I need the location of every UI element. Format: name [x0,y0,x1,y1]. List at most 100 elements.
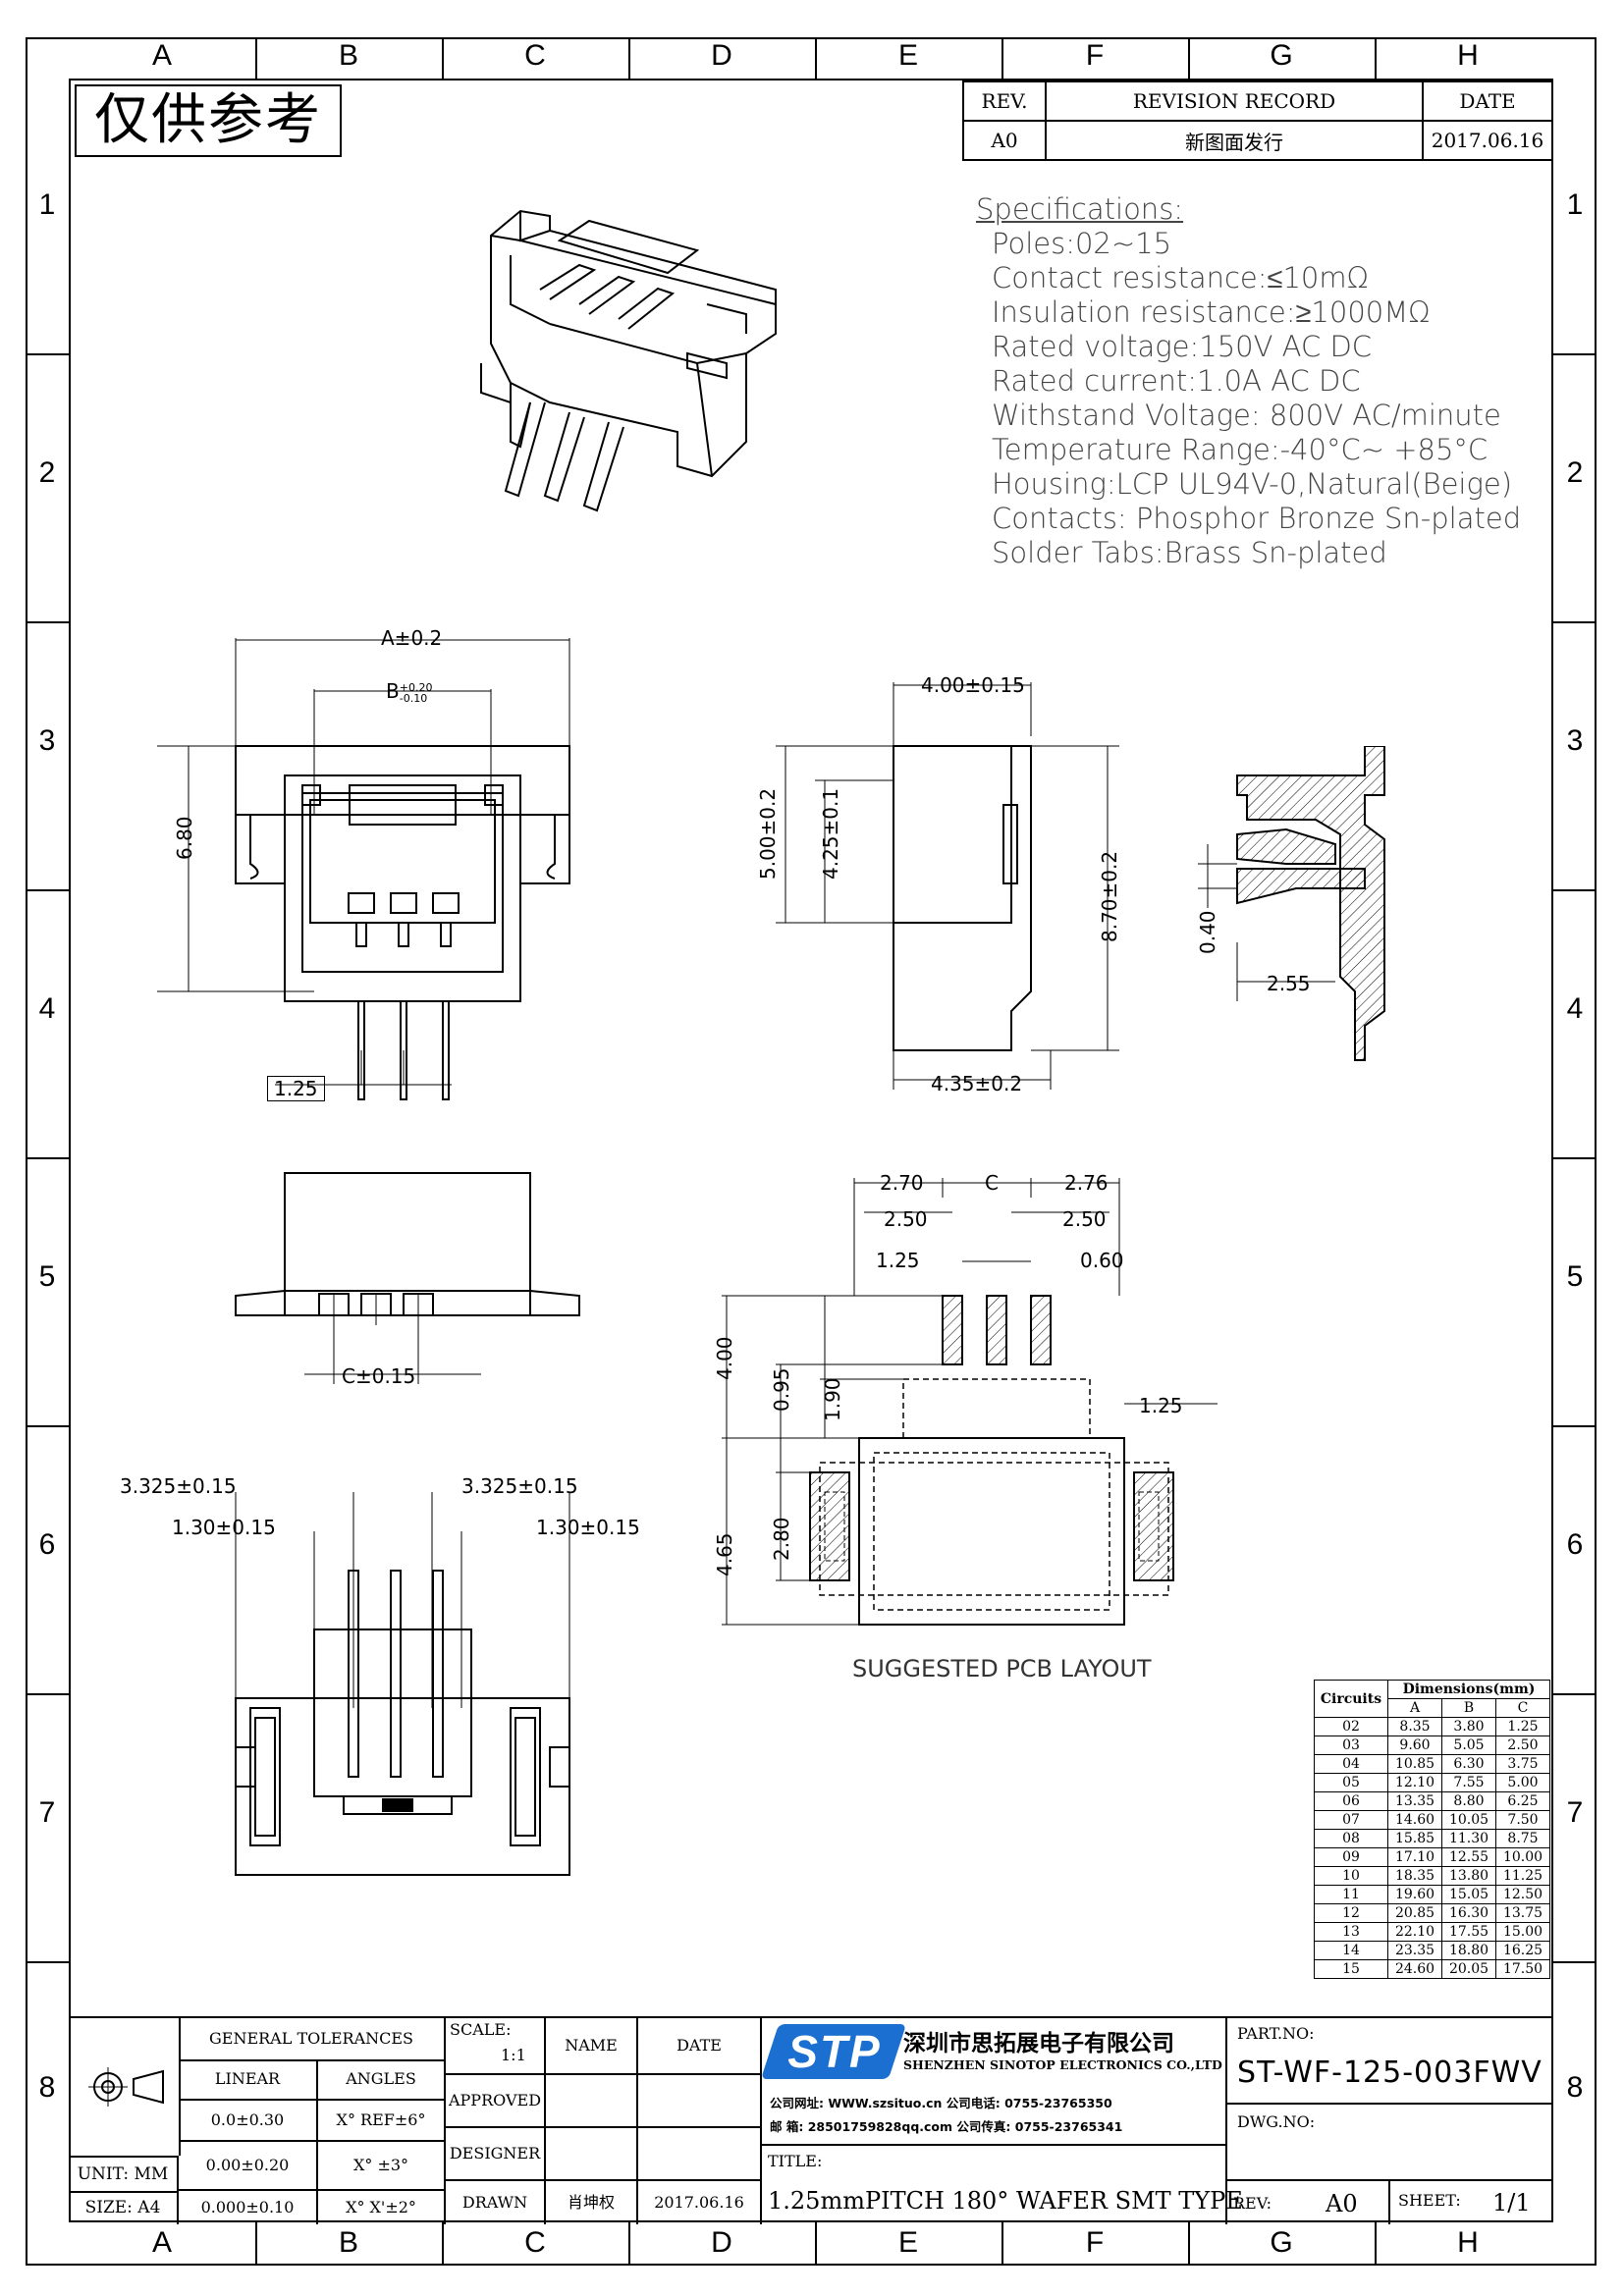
cell: 18.80 [1441,1941,1496,1960]
zone-row-5-right: 5 [1566,1260,1584,1293]
date-header: DATE [1422,80,1553,122]
cell: 10 [1314,1866,1388,1886]
rev-header: REV. [962,80,1047,122]
bottom-view [235,1172,580,1384]
linear-label: LINEAR [179,2059,318,2101]
tol-linear-2: 0.00±0.20 [179,2142,318,2191]
zone-col-e-bottom: E [897,2226,918,2259]
drawn-name: 肖坤权 [546,2181,638,2224]
scale-value: 1:1 [501,2046,526,2064]
tol-angle-1: X° REF±6° [318,2101,446,2142]
zone-row-2: 2 [38,456,56,489]
cell: 6.30 [1441,1754,1496,1774]
section-view [1198,746,1385,1061]
sheet-value: 1/1 [1492,2189,1531,2216]
zone-row-4: 4 [38,992,56,1025]
drawn-label: DRAWN [446,2181,546,2224]
sheet-cell: SHEET: 1/1 [1388,2181,1555,2224]
specifications: Specifications: Poles:02~15 Contact resi… [976,192,1521,570]
zone-col-b: B [338,39,358,72]
pcb-d280: 2.80 [770,1517,793,1561]
cell: 17.50 [1495,1959,1550,1979]
designer-label: DESIGNER [446,2128,546,2181]
dim-c: C±0.15 [342,1364,416,1388]
company-name-cn: 深圳市思拓展电子有限公司 [903,2031,1174,2056]
company-logo-text: STP [787,2026,882,2077]
dim-height: 6.80 [173,816,196,860]
company-name-en: SHENZHEN SINOTOP ELECTRONICS CO.,LTD [903,2057,1222,2072]
zone-row-8-right: 8 [1566,2071,1584,2104]
cell: 02 [1314,1717,1388,1736]
size-label: SIZE: A4 [69,2191,179,2224]
scale-cell: SCALE: 1:1 [446,2018,546,2075]
first-angle-projection-icon [88,2067,164,2107]
dim-section-thickness: 0.40 [1196,910,1219,954]
spec-item: Rated voltage:150V AC DC [992,330,1373,363]
rev-label-tb: REV: [1233,2194,1272,2213]
specifications-title: Specifications: [976,192,1184,226]
pcb-d250b: 2.50 [1062,1207,1107,1231]
spec-item: Contact resistance:≤10mΩ [992,261,1369,294]
pcb-d465: 4.65 [713,1532,736,1576]
dim-section-length: 2.55 [1267,972,1311,995]
cell: 06 [1314,1791,1388,1811]
zone-rows-left: 1 2 3 4 5 6 7 8 [26,79,69,2222]
cell: 3.75 [1495,1754,1550,1774]
dimensions-header: Dimensions(mm) [1387,1680,1550,1699]
spec-item: Solder Tabs:Brass Sn-plated [992,536,1387,569]
tol-angle-3: X° X'±2° [318,2191,446,2224]
dim-b: B+0.20-0.10 [386,679,432,704]
approved-date [638,2075,762,2128]
cell: 6.25 [1495,1791,1550,1811]
zone-row-7-right: 7 [1566,1796,1584,1829]
circuits-header: Circuits [1314,1680,1388,1718]
zone-col-d-bottom: D [711,2226,732,2259]
pcb-d276: 2.76 [1064,1171,1109,1195]
cell: 7.50 [1495,1810,1550,1830]
cell: 15.00 [1495,1922,1550,1942]
cell: 12 [1314,1903,1388,1923]
cell: 20.05 [1441,1959,1496,1979]
revision-record-header: REVISION RECORD [1045,80,1424,122]
pcb-caption: SUGGESTED PCB LAYOUT [852,1655,1152,1682]
dim-pitch: 1.25 [267,1076,325,1101]
spec-item: Withstand Voltage: 800V AC/minute [992,399,1501,432]
cell: 17.10 [1387,1847,1442,1867]
zone-col-a-bottom: A [151,2226,172,2259]
cell: 5.00 [1495,1773,1550,1792]
dwg-no-label: DWG.NO: [1237,2112,1316,2131]
dim-b-label: B [386,679,400,703]
projection-symbol [69,2018,181,2156]
spec-item: Rated current:1.0A AC DC [992,364,1361,398]
cell: 10.00 [1495,1847,1550,1867]
drawn-date: 2017.06.16 [638,2181,762,2224]
cell: 11 [1314,1885,1388,1904]
pcb-d125a: 1.25 [876,1249,920,1272]
pcb-d125b: 1.25 [1139,1394,1183,1417]
spec-item: Poles:02~15 [992,227,1172,260]
cell: 1.25 [1495,1717,1550,1736]
cell: 10.85 [1387,1754,1442,1774]
pcb-d250a: 2.50 [884,1207,928,1231]
outer-frame [26,37,1597,2266]
pcb-d190: 1.90 [821,1377,844,1421]
pcb-layout [722,1178,1218,1626]
tol-angle-2: X° ±3° [318,2142,446,2191]
title-label: TITLE: [768,2152,823,2170]
zone-row-7: 7 [38,1796,56,1829]
part-no-cell: PART.NO: ST-WF-125-003FWV [1227,2018,1553,2105]
cell: 16.30 [1441,1903,1496,1923]
zone-row-8: 8 [38,2071,56,2104]
name-header: NAME [546,2018,638,2075]
general-tolerances-label: GENERAL TOLERANCES [179,2018,446,2061]
